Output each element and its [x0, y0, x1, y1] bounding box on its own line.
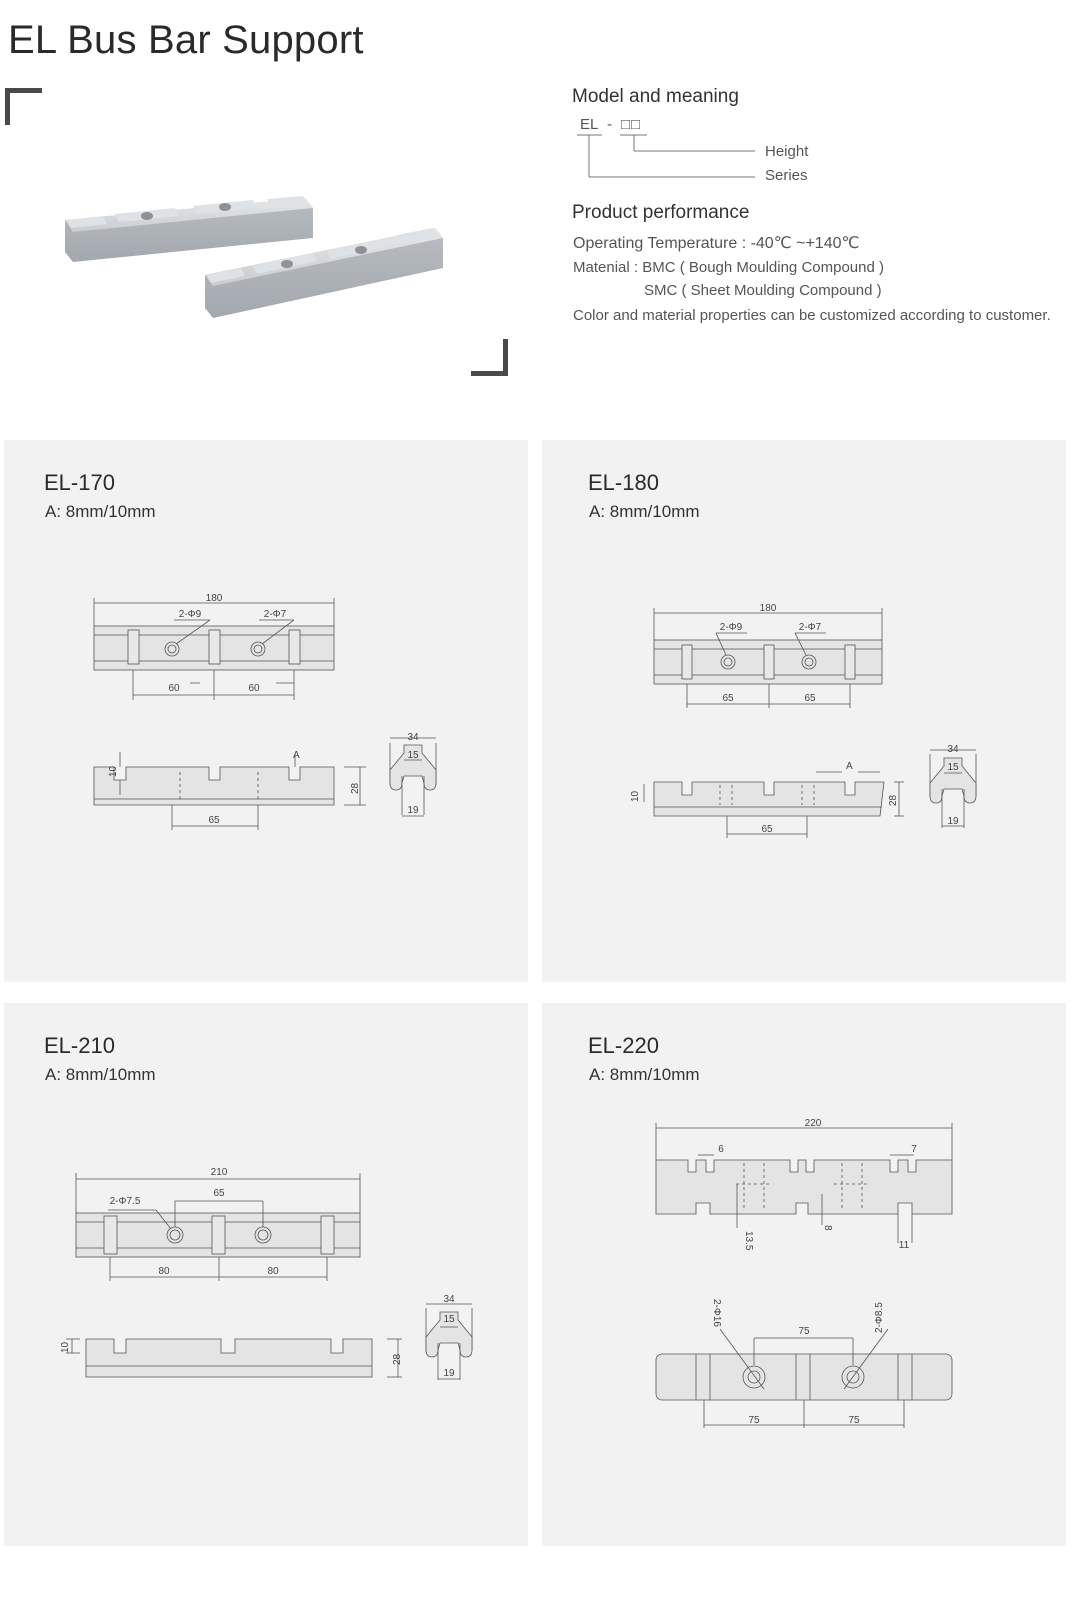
dim-hole-pitch: 65	[213, 1188, 225, 1199]
profile-view	[389, 737, 437, 817]
dim-hole-b: 2-Φ7	[264, 609, 287, 620]
panel-el-170: EL-170 A: 8mm/10mm 180 2-Φ9 2-Φ7 60 60	[4, 440, 528, 982]
dim-notch: A	[846, 761, 853, 772]
model-boxes: □□	[621, 116, 642, 133]
panel-subtitle: A: 8mm/10mm	[589, 1065, 700, 1084]
dim-height: 28	[392, 1353, 403, 1365]
top-view	[75, 1173, 361, 1281]
dim-profile-top: 15	[407, 750, 419, 761]
dim-profile-width: 34	[407, 732, 419, 743]
frame-corner-top-left	[5, 88, 42, 125]
page-title: EL Bus Bar Support	[8, 18, 364, 62]
drawing-el-170: 180 2-Φ9 2-Φ7 60 60 10 A 65 28	[93, 593, 437, 830]
panel-el-210: EL-210 A: 8mm/10mm 210 2-Φ7.5 65 80 80	[4, 1003, 528, 1546]
dim-profile-top: 15	[443, 1314, 455, 1325]
performance-material-smc: SMC ( Sheet Moulding Compound )	[644, 282, 882, 299]
dim-profile-width: 34	[443, 1294, 455, 1305]
dim-hole-b: 2-Φ7	[799, 622, 822, 633]
model-heading: Model and meaning	[572, 86, 739, 107]
dim-height: 28	[350, 782, 361, 794]
dim-depth: 10	[630, 790, 641, 802]
dim-span: 65	[761, 824, 773, 835]
dim-hole-a: 2-Φ9	[179, 609, 202, 620]
panel-subtitle: A: 8mm/10mm	[589, 502, 700, 521]
dim-profile-bottom: 19	[443, 1368, 455, 1379]
bus-bar-upper	[65, 196, 313, 262]
model-dash: -	[607, 116, 612, 133]
drawing-el-210: 210 2-Φ7.5 65 80 80 10 28 34 15 19	[60, 1167, 473, 1380]
dim-depth: 10	[108, 765, 119, 777]
panel-el-180: EL-180 A: 8mm/10mm 180 2-Φ9 2-Φ7 65 65	[542, 440, 1066, 982]
panel-title: EL-210	[44, 1033, 115, 1058]
dim-profile-top: 15	[947, 762, 959, 773]
dim-length: 180	[206, 593, 223, 604]
dim-pitch-b: 65	[804, 693, 816, 704]
top-view	[653, 608, 883, 708]
dim-slot-b: 7	[911, 1144, 917, 1155]
performance-material-bmc: Matenial : BMC ( Bough Moulding Compound…	[573, 259, 884, 276]
dim-length: 210	[211, 1167, 228, 1178]
dim-profile-width: 34	[947, 744, 959, 755]
dim-length: 220	[805, 1118, 822, 1129]
dim-pitch-b: 80	[267, 1266, 279, 1277]
dim-depth-a: 13.5	[743, 1231, 754, 1251]
side-view	[66, 1338, 402, 1378]
dim-hole-a: 2-Φ9	[720, 622, 743, 633]
model-diagram-lines	[577, 134, 755, 178]
dim-pitch-a: 60	[168, 683, 180, 694]
front-view	[655, 1123, 953, 1243]
performance-note: Color and material properties can be cus…	[573, 307, 1051, 324]
side-view	[643, 771, 904, 838]
model-series-label: Series	[765, 167, 808, 184]
frame-corner-bottom-right	[471, 339, 508, 376]
dim-length: 180	[760, 603, 777, 614]
dim-pitch-a: 65	[722, 693, 734, 704]
dim-pitch-b: 75	[848, 1415, 860, 1426]
dim-width-c: 11	[899, 1240, 910, 1251]
profile-view	[425, 1303, 473, 1380]
dim-profile-bottom: 19	[947, 816, 959, 827]
panel-subtitle: A: 8mm/10mm	[45, 502, 156, 521]
dim-depth-b: 8	[822, 1225, 833, 1231]
dim-hole-b: 2-Φ8.5	[874, 1302, 885, 1333]
dim-slot-a: 6	[718, 1144, 724, 1155]
dim-pitch-a: 75	[748, 1415, 760, 1426]
side-view	[93, 752, 366, 830]
dim-profile-bottom: 19	[407, 805, 419, 816]
dim-hole: 2-Φ7.5	[110, 1196, 141, 1207]
product-photo	[65, 196, 443, 318]
panel-title: EL-180	[588, 470, 659, 495]
drawing-el-220: 220 6 7 13.5 8 11 2-Φ16 2-Φ8.5 75 75 75	[655, 1118, 953, 1428]
panel-title: EL-220	[588, 1033, 659, 1058]
dim-hole-a: 2-Φ16	[711, 1299, 722, 1327]
dim-height: 28	[888, 794, 899, 806]
top-view	[655, 1328, 953, 1428]
dim-notch: A	[293, 750, 300, 761]
top-view	[93, 598, 335, 700]
profile-view	[929, 749, 977, 828]
performance-temperature: Operating Temperature : -40℃ ~+140℃	[573, 235, 860, 252]
panel-el-220: EL-220 A: 8mm/10mm 220 6 7 13.5 8 11	[542, 1003, 1066, 1546]
dim-hole-pitch: 75	[798, 1326, 810, 1337]
dim-span: 65	[208, 815, 220, 826]
panel-title: EL-170	[44, 470, 115, 495]
panel-subtitle: A: 8mm/10mm	[45, 1065, 156, 1084]
dim-depth: 10	[60, 1341, 71, 1353]
model-height-label: Height	[765, 143, 809, 160]
bus-bar-lower	[205, 228, 443, 318]
performance-heading: Product performance	[572, 202, 750, 223]
dim-pitch-b: 60	[248, 683, 260, 694]
drawing-el-180: 180 2-Φ9 2-Φ7 65 65 10 A 65 28 3	[630, 603, 977, 838]
dim-pitch-a: 80	[158, 1266, 170, 1277]
model-code: EL	[580, 116, 599, 133]
